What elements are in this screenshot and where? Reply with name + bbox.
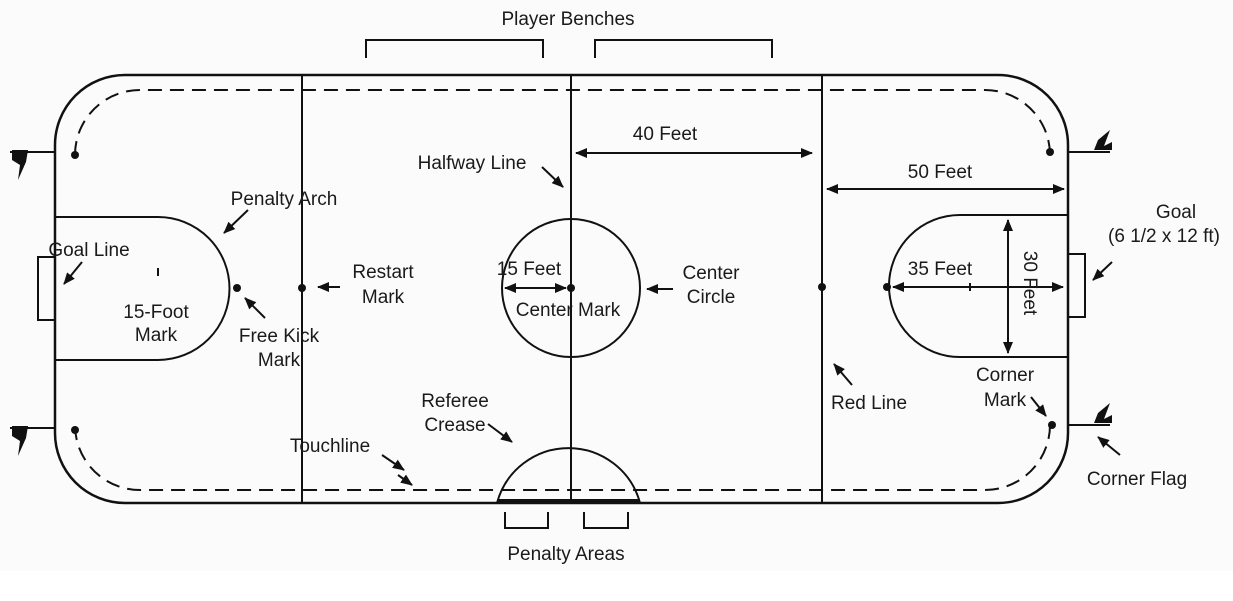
left-goal [37, 256, 56, 321]
penalty-area-left [504, 512, 549, 529]
corner-flag-left-bottom [10, 426, 55, 456]
corner-flag-left-top [10, 150, 55, 180]
player-bench-left [365, 39, 544, 58]
referee-crease-arrow [487, 423, 513, 443]
free-kick-mark-dot-right [883, 283, 891, 291]
restart-mark-label-1: Restart [352, 262, 414, 283]
halfway-line-label: Halfway Line [418, 153, 527, 174]
referee-crease-label-1: Referee [421, 391, 489, 412]
free-kick-mark-label-1: Free Kick [239, 326, 320, 347]
goal-label-2: (6 1/2 x 12 ft) [1108, 226, 1220, 247]
thirty-feet-label: 30 Feet [1019, 251, 1040, 316]
corner-flag-right-bottom [1068, 403, 1112, 426]
fifty-feet-label: 50 Feet [908, 162, 973, 183]
referee-crease [496, 447, 641, 504]
left-penalty-arch [55, 216, 231, 361]
touchline-label: Touchline [290, 436, 370, 457]
penalty-arch-arrow [223, 209, 249, 234]
fifteen-foot-mark-label-1: 15-Foot [123, 302, 189, 323]
penalty-areas-label: Penalty Areas [507, 544, 624, 565]
corner-mark-left-top [71, 151, 79, 159]
bottom-margin [0, 571, 1233, 601]
player-benches-label: Player Benches [501, 9, 634, 30]
corner-mark-right-top [1046, 148, 1054, 156]
corner-mark-label-2: Mark [984, 390, 1027, 411]
corner-flag-label: Corner Flag [1087, 469, 1187, 490]
corner-flag-right-top [1068, 130, 1112, 153]
fifteen-foot-mark-label-2: Mark [135, 325, 178, 346]
center-circle-label-1: Center [682, 263, 740, 284]
right-goal [1067, 253, 1086, 318]
referee-crease-label-2: Crease [424, 415, 485, 436]
penalty-arch-label: Penalty Arch [231, 189, 338, 210]
goal-line-label: Goal Line [48, 240, 129, 261]
restart-mark-label-2: Mark [362, 287, 405, 308]
corner-mark-label-1: Corner [976, 365, 1035, 386]
red-line-label: Red Line [831, 393, 907, 414]
corner-mark-left-bottom [71, 426, 79, 434]
touchline-arrow-1 [381, 454, 405, 471]
corner-mark-right-bottom [1048, 421, 1056, 429]
thirty-five-feet-label: 35 Feet [908, 259, 973, 280]
free-kick-mark-dot [233, 284, 241, 292]
penalty-area-right [583, 512, 629, 529]
restart-mark-dot-left [298, 284, 306, 292]
center-mark-label: Center Mark [516, 300, 621, 321]
center-mark-dot [567, 284, 575, 292]
halfway-line-arrow [541, 166, 564, 188]
goal-line-arrow [63, 261, 83, 285]
forty-feet-label: 40 Feet [633, 124, 698, 145]
fifteen-feet-label: 15 Feet [497, 259, 562, 280]
free-kick-arrow [244, 297, 266, 319]
free-kick-mark-label-2: Mark [258, 350, 301, 371]
corner-mark-arrow [1030, 396, 1047, 417]
corner-flag-arrow [1097, 436, 1121, 456]
touchline-dashed [74, 89, 1051, 491]
center-circle [501, 218, 641, 358]
goal-arrow [1092, 261, 1113, 281]
goal-label-1: Goal [1156, 202, 1196, 223]
player-bench-right [594, 39, 773, 58]
red-line-arrow [833, 363, 853, 386]
center-circle-label-2: Circle [687, 287, 736, 308]
restart-mark-dot-right [818, 283, 826, 291]
touchline-arrow-2 [397, 474, 413, 486]
